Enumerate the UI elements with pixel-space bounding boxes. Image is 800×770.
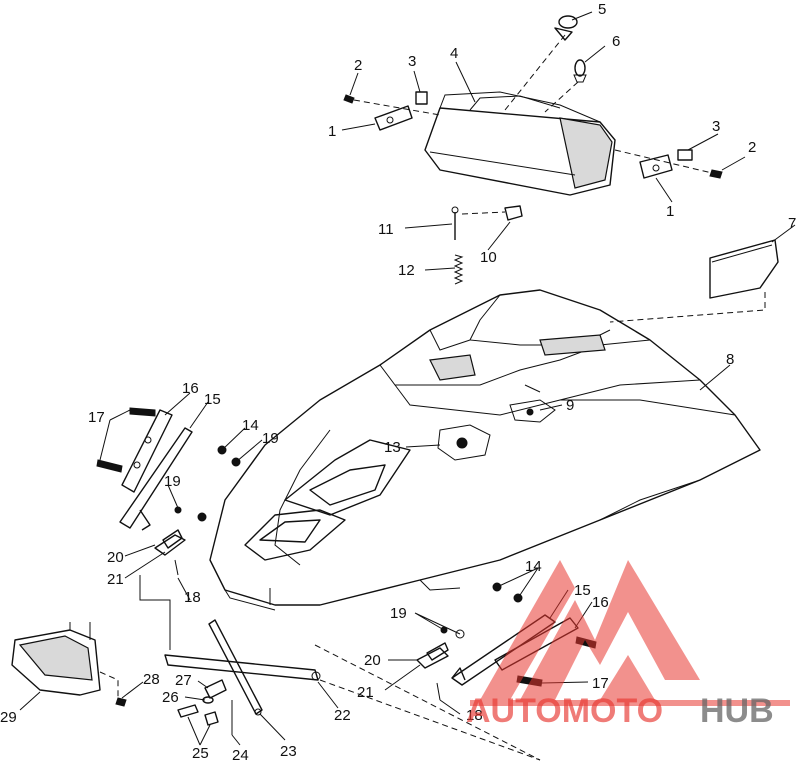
lens-cover [709, 239, 779, 299]
callout-25: 25 [192, 745, 209, 762]
callout-15-right: 15 [574, 582, 591, 599]
leader-lines [19, 11, 796, 746]
retaining-clip [504, 205, 523, 221]
callout-17-right: 17 [592, 675, 609, 692]
callout-19-lower: 19 [164, 473, 181, 490]
bulb-socket [554, 15, 578, 41]
right-latch [416, 642, 449, 669]
hood-screw [509, 384, 556, 423]
callout-19: 19 [262, 430, 279, 447]
left-hinge-plate [121, 409, 173, 493]
callout-18-right: 18 [466, 707, 483, 724]
callout-1-right: 1 [666, 203, 674, 220]
callout-14-right: 14 [525, 558, 542, 575]
left-lamp-bracket [343, 91, 441, 131]
callout-21: 21 [107, 571, 124, 588]
callout-2: 2 [354, 57, 362, 74]
callout-12: 12 [398, 262, 415, 279]
callout-20: 20 [107, 549, 124, 566]
mounting-pin [451, 206, 459, 240]
callout-3: 3 [408, 53, 416, 70]
callout-11: 11 [378, 221, 394, 238]
callout-16: 16 [182, 380, 199, 397]
callout-28: 28 [143, 671, 160, 688]
callout-1: 1 [328, 123, 336, 140]
callout-15: 15 [204, 391, 221, 408]
watermark-text: AUTOMOTO HUB [466, 692, 774, 730]
right-lamp-bracket [614, 149, 723, 179]
tail-light [11, 622, 101, 696]
watermark-text-grey: HUB [700, 692, 774, 730]
callout-21-right: 21 [357, 684, 374, 701]
callout-8: 8 [726, 351, 734, 368]
hood [209, 289, 761, 611]
spring [453, 254, 464, 285]
callout-24: 24 [232, 747, 249, 764]
callout-3-right: 3 [712, 118, 720, 135]
callout-6: 6 [612, 33, 620, 50]
left-bolts [96, 407, 241, 576]
callout-4: 4 [450, 45, 458, 62]
callout-18: 18 [184, 589, 201, 606]
callout-10: 10 [480, 249, 497, 266]
left-latch [154, 529, 186, 556]
callout-20-right: 20 [364, 652, 381, 669]
callout-23: 23 [280, 743, 297, 760]
callout-13: 13 [384, 439, 401, 456]
watermark-logo [470, 560, 790, 706]
callout-14: 14 [242, 417, 259, 434]
hood-fastener [437, 424, 491, 461]
support-bar [164, 619, 321, 716]
callout-19-right: 19 [390, 605, 407, 622]
callout-16-right: 16 [592, 594, 609, 611]
callout-22: 22 [334, 707, 351, 724]
headlight-housing [424, 91, 616, 196]
callout-17: 17 [88, 409, 105, 426]
callout-9: 9 [566, 397, 574, 414]
callout-29: 29 [0, 709, 17, 726]
headlight-bulb [573, 59, 587, 83]
callout-5: 5 [598, 1, 606, 18]
callout-7: 7 [788, 215, 796, 232]
small-hardware [115, 679, 233, 735]
callout-26: 26 [162, 689, 179, 706]
left-hinge-arm [119, 427, 193, 531]
watermark-text-red: AUTOMOTO [466, 692, 663, 730]
callout-27: 27 [175, 672, 192, 689]
callout-2-right: 2 [748, 139, 756, 156]
